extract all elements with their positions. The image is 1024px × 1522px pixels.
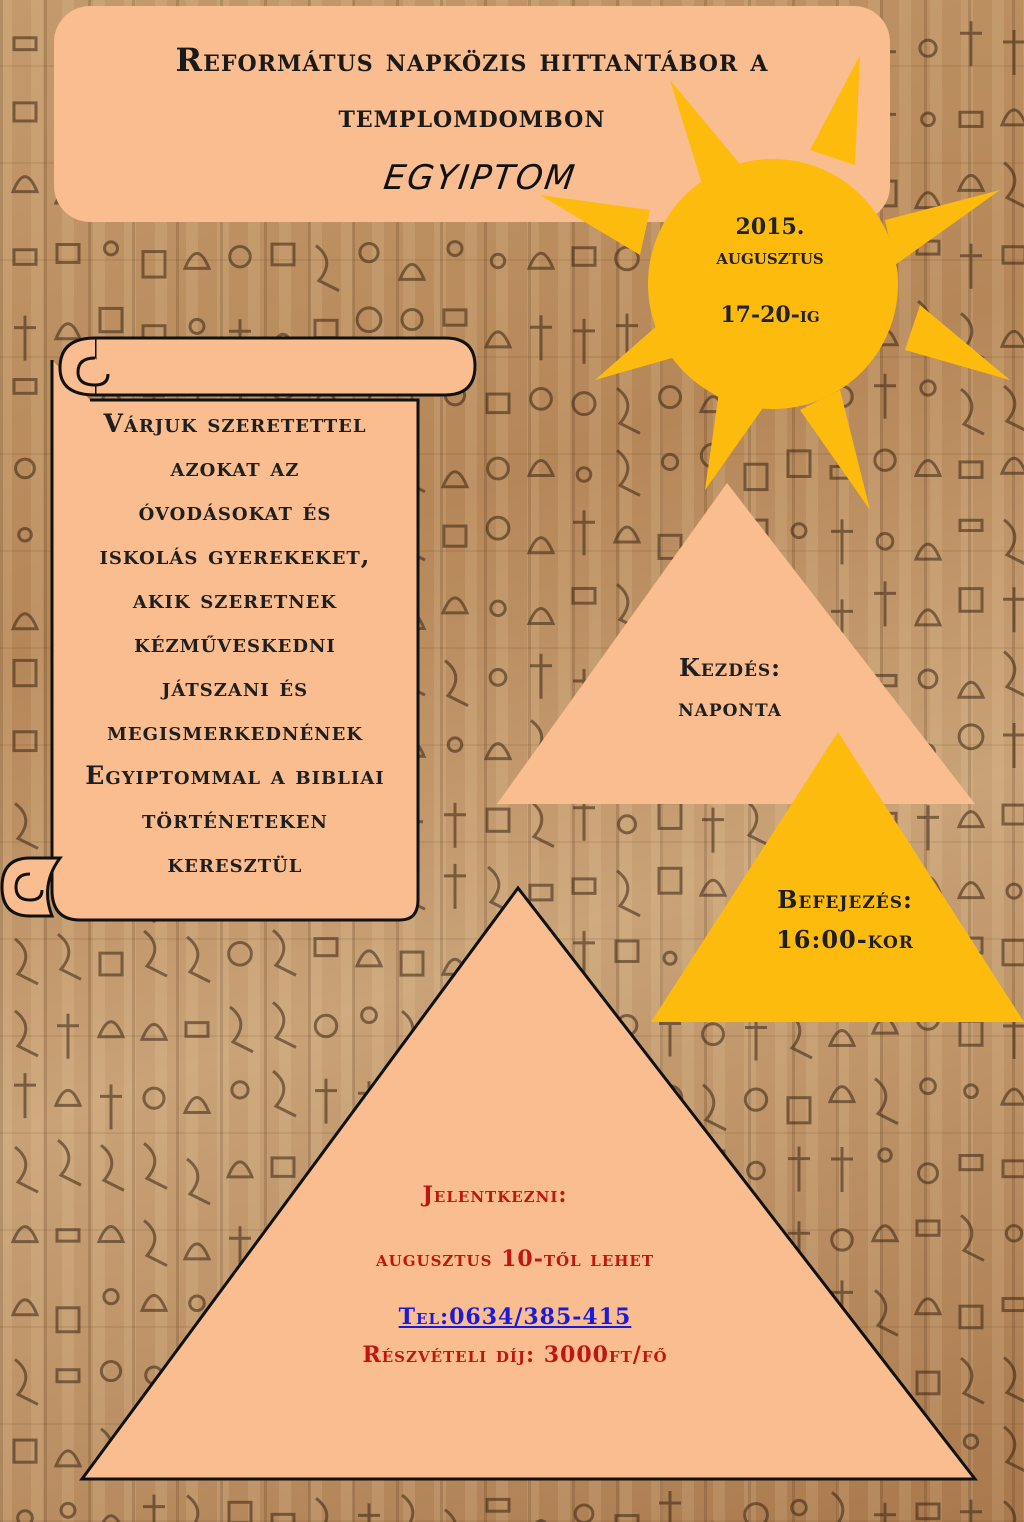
invitation-line: játszani és xyxy=(161,673,309,702)
invitation-line: Várjuk szeretettel xyxy=(103,409,367,438)
invitation-text: Várjuk szeretettel azokat az óvodásokat … xyxy=(60,402,410,886)
sun-graphic xyxy=(540,55,1010,510)
scroll-graphic xyxy=(0,336,477,922)
end-block: Befejezés: 16:00-kor xyxy=(735,880,955,960)
end-triangle xyxy=(651,732,1024,1022)
date-year: 2015. xyxy=(735,214,805,240)
info-pyramid xyxy=(79,885,979,1481)
invitation-line: azokat az xyxy=(170,453,300,482)
invitation-line: keresztül xyxy=(167,849,303,878)
end-value: 16:00-kor xyxy=(776,925,914,954)
start-triangle xyxy=(497,483,975,804)
start-label: Kezdés: xyxy=(678,653,782,682)
end-label: Befejezés: xyxy=(777,885,913,914)
invitation-line: történeteken xyxy=(142,805,328,834)
apply-label: Jelentkezni: xyxy=(422,1182,568,1208)
fee-text: Részvételi díj: 3000ft/fő xyxy=(362,1342,668,1368)
start-block: Kezdés: naponta xyxy=(620,648,840,728)
invitation-line: iskolás gyerekeket, xyxy=(99,541,371,570)
phone-link[interactable]: Tel:0634/385-415 xyxy=(398,1304,632,1330)
date-month: augusztus xyxy=(716,244,824,270)
page-title: Református napközis hittantábor a templo… xyxy=(54,32,890,144)
title-line-1: Református napközis hittantábor a xyxy=(175,41,769,79)
date-block: 2015. augusztus 17-20-ig xyxy=(680,212,860,330)
apply-date: augusztus 10-től lehet xyxy=(375,1246,655,1272)
invitation-line: Egyiptommal a bibliai xyxy=(85,761,385,790)
date-days: 17-20-ig xyxy=(720,302,820,328)
invitation-line: akik szeretnek xyxy=(132,585,338,614)
invitation-line: kézműveskedni xyxy=(134,629,336,658)
invitation-line: megismerkednének xyxy=(106,717,363,746)
invitation-line: óvodásokat és xyxy=(138,497,332,526)
title-line-2: templomdombon xyxy=(338,97,606,135)
start-value: naponta xyxy=(678,693,782,722)
